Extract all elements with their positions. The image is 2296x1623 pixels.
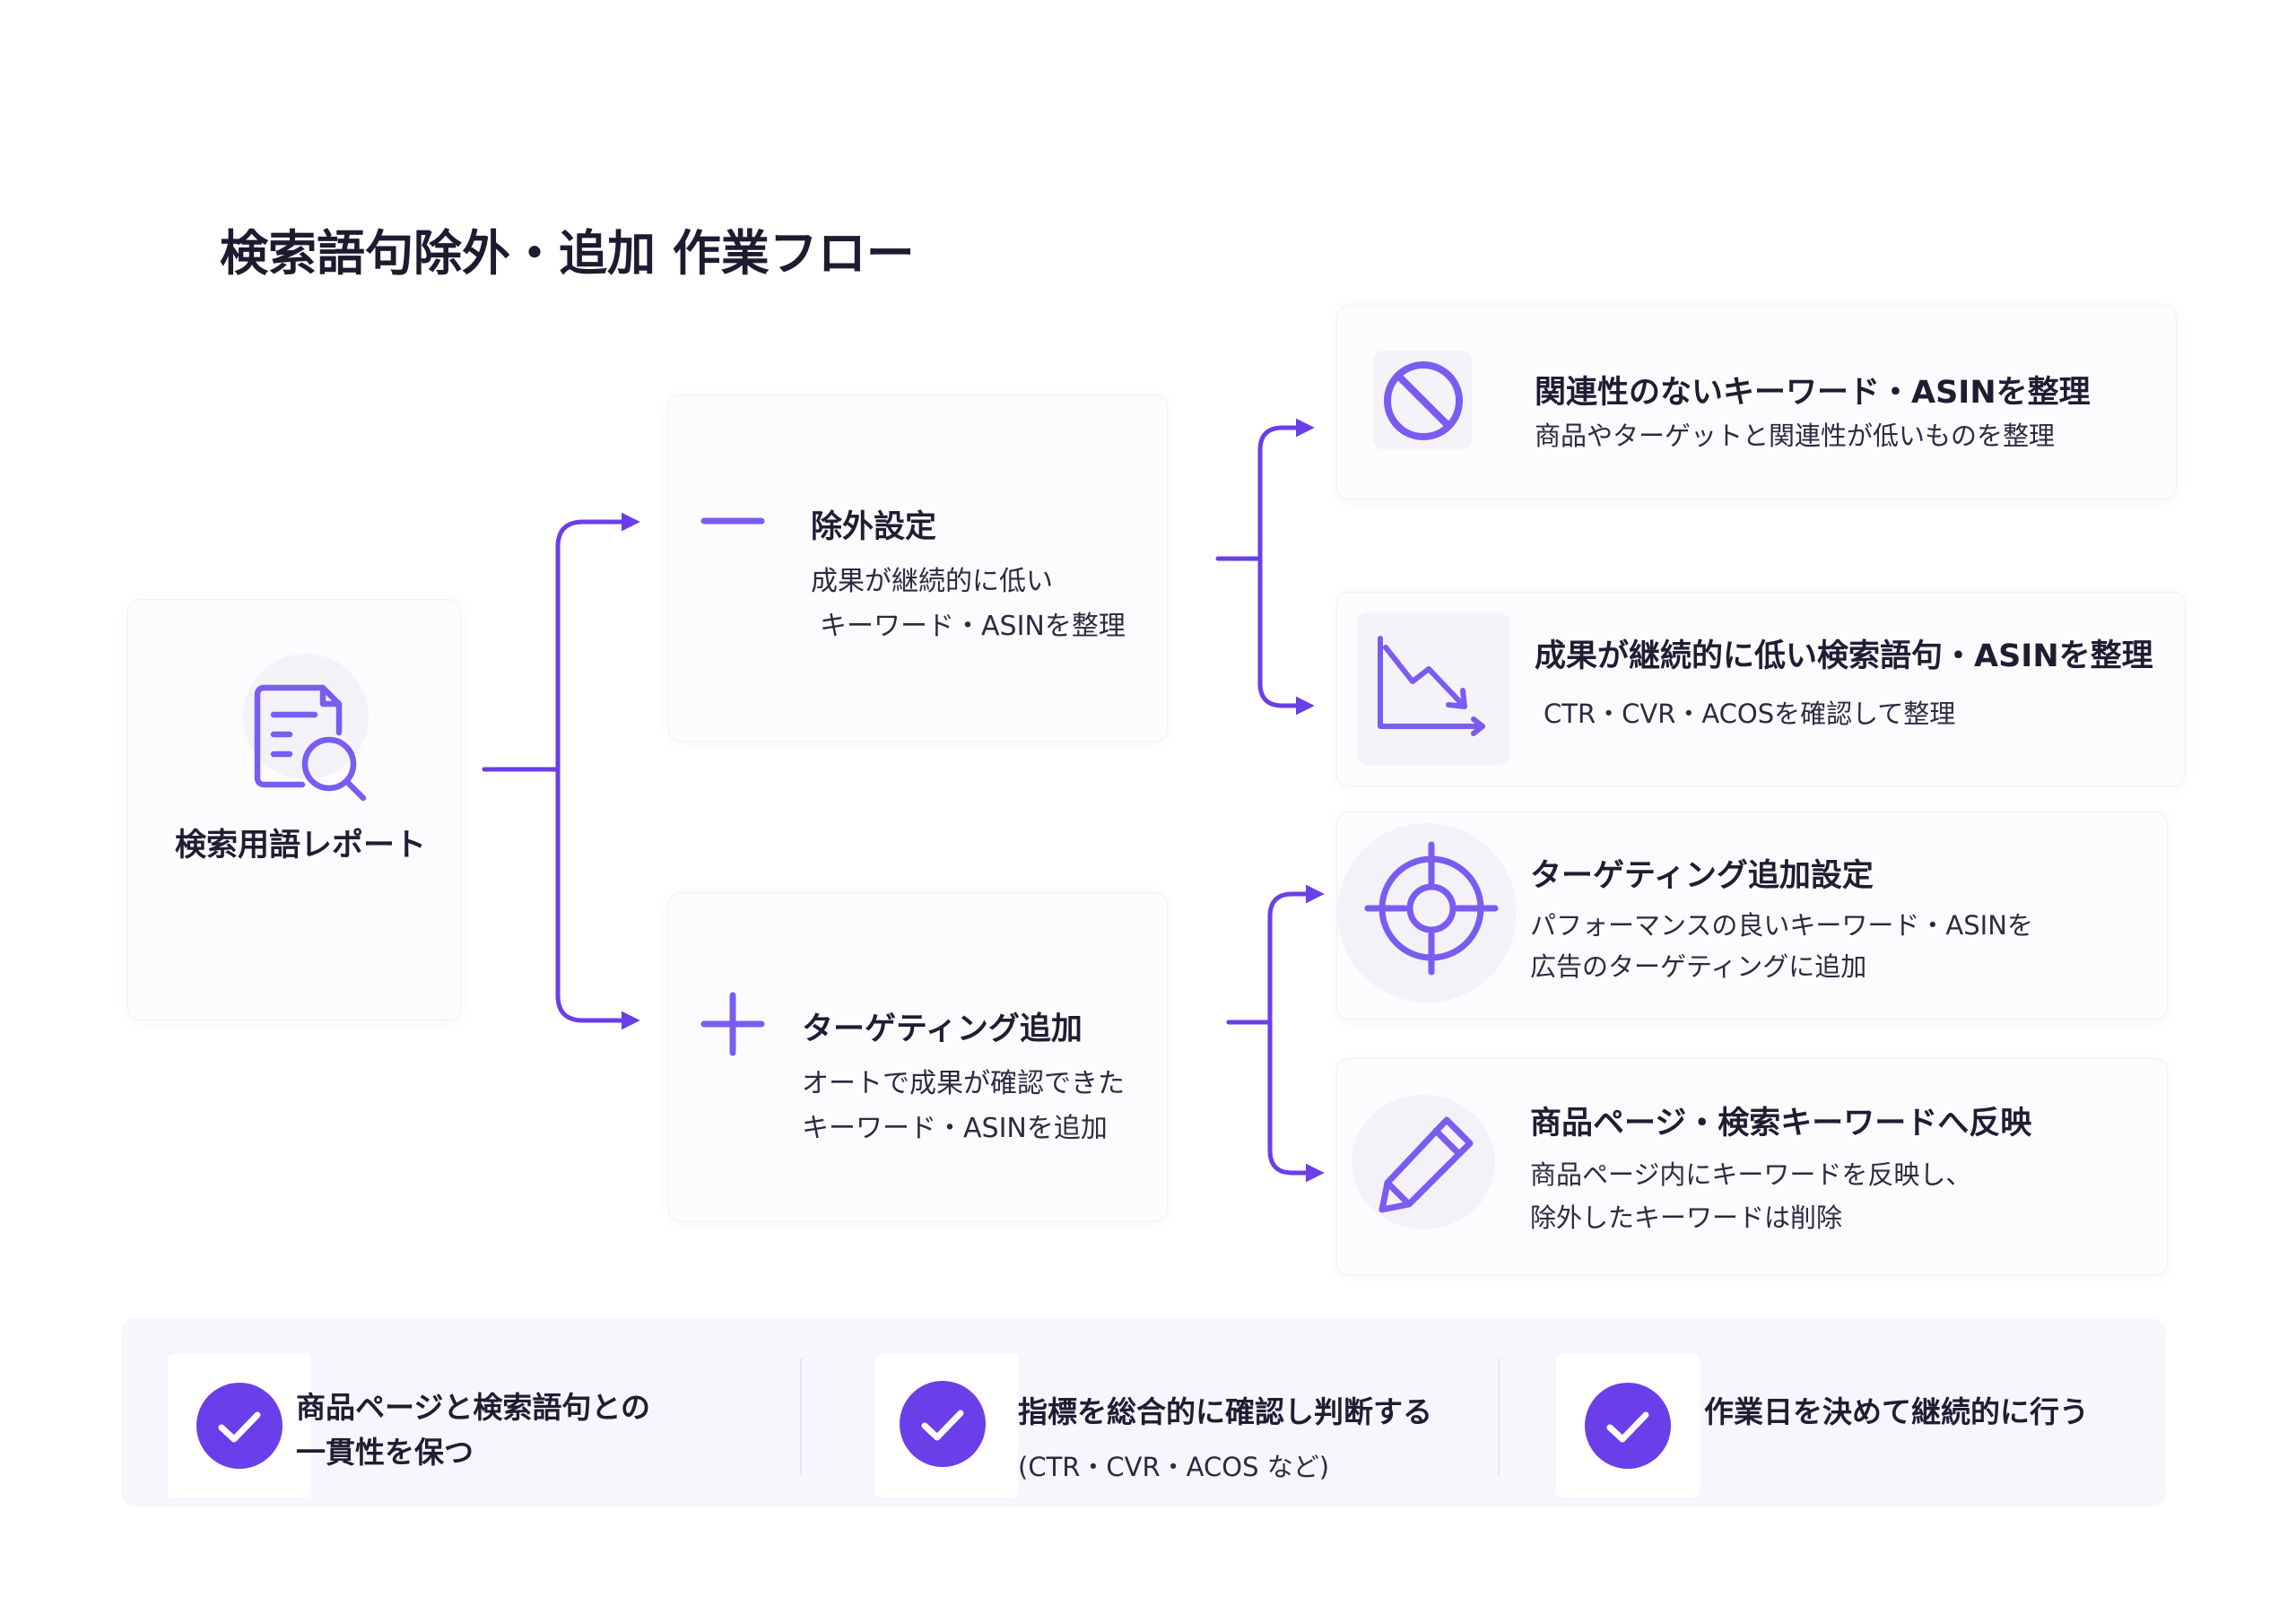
detail-title: 商品ページ・検索キーワードへ反映 bbox=[1530, 1106, 2032, 1141]
detail-desc-line: CTR・CVR・ACOSを確認して整理 bbox=[1544, 699, 1956, 729]
source-label: 検索用語レポート bbox=[175, 828, 427, 864]
pencil-icon bbox=[1378, 1116, 1474, 1213]
prohibited-icon bbox=[1384, 361, 1463, 440]
connector-detail-3 bbox=[1267, 884, 1325, 1025]
target-icon bbox=[1364, 841, 1499, 976]
detail-title: 関連性のないキーワード・ASINを整理 bbox=[1535, 375, 2091, 411]
tip-text: 作業日を決めて継続的に行う bbox=[1704, 1394, 2089, 1429]
tip-note: (CTR・CVR・ACOS など) bbox=[1018, 1452, 1330, 1482]
connector-branch-add bbox=[555, 767, 640, 1030]
report-search-icon bbox=[254, 684, 367, 802]
detail-desc-line: 商品やターゲットと関連性が低いものを整理 bbox=[1535, 421, 2056, 451]
trend-down-chart-icon bbox=[1378, 636, 1485, 736]
check-icon bbox=[1585, 1383, 1671, 1469]
branch-desc-line: 成果が継続的に低い bbox=[811, 566, 1053, 597]
connector-detail-4 bbox=[1267, 1020, 1325, 1183]
detail-desc-line: パフォーマンスの良いキーワード・ASINを bbox=[1530, 910, 2033, 941]
check-icon bbox=[196, 1383, 283, 1469]
connector-detail-1 bbox=[1257, 418, 1315, 561]
detail-card: 成果が継続的に低い検索語句・ASINを整理 CTR・CVR・ACOSを確認して整… bbox=[1336, 592, 2186, 786]
branch-desc-line: オートで成果が確認できた bbox=[802, 1068, 1125, 1099]
tip-text: 指標を総合的に確認し判断する bbox=[1018, 1394, 1432, 1429]
source-card: 検索用語レポート bbox=[127, 599, 461, 1020]
branch-title: ターゲティング追加 bbox=[802, 1011, 1083, 1047]
connector-detail-2 bbox=[1257, 556, 1315, 716]
minus-icon bbox=[700, 517, 765, 525]
branch-desc-line: キーワード・ASINを整理 bbox=[820, 611, 1126, 642]
branch-desc-line: キーワード・ASINを追加 bbox=[802, 1113, 1108, 1144]
branch-card-add: ターゲティング追加 オートで成果が確認できた キーワード・ASINを追加 bbox=[668, 892, 1168, 1221]
detail-desc-line: 広告のターゲティングに追加 bbox=[1530, 951, 1867, 982]
connector-branch-exclude bbox=[555, 512, 640, 772]
detail-card: 商品ページ・検索キーワードへ反映 商品ページ内にキーワードを反映し、 除外したキ… bbox=[1336, 1058, 2168, 1275]
detail-card: 関連性のないキーワード・ASINを整理 商品やターゲットと関連性が低いものを整理 bbox=[1336, 305, 2177, 499]
plus-icon bbox=[700, 992, 765, 1056]
detail-card: ターゲティング追加設定 パフォーマンスの良いキーワード・ASINを 広告のターゲ… bbox=[1336, 812, 2168, 1020]
detail-desc-line: 除外したキーワードは削除 bbox=[1530, 1202, 1843, 1233]
divider bbox=[800, 1358, 802, 1475]
divider bbox=[1498, 1358, 1500, 1475]
tip-text: 商品ページと検索語句との bbox=[296, 1390, 651, 1425]
tips-bar: 商品ページと検索語句との 一貫性を保つ 指標を総合的に確認し判断する (CTR・… bbox=[121, 1318, 2166, 1506]
tip-text: 一貫性を保つ bbox=[296, 1435, 474, 1470]
detail-title: ターゲティング追加設定 bbox=[1530, 858, 1874, 894]
branch-title: 除外設定 bbox=[811, 509, 937, 545]
page-title: 検索語句除外・追加 作業フロー bbox=[220, 225, 915, 282]
detail-title: 成果が継続的に低い検索語句・ASINを整理 bbox=[1535, 638, 2153, 674]
detail-desc-line: 商品ページ内にキーワードを反映し、 bbox=[1530, 1159, 1972, 1190]
branch-card-exclude: 除外設定 成果が継続的に低い キーワード・ASINを整理 bbox=[668, 395, 1168, 742]
check-icon bbox=[900, 1381, 986, 1467]
